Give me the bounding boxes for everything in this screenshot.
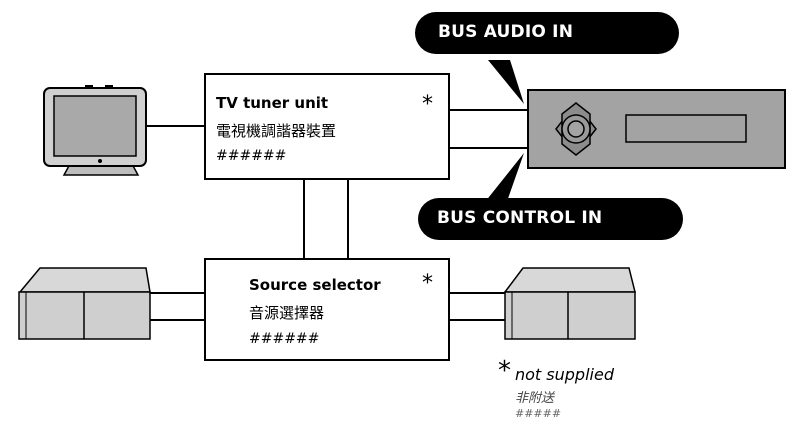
source-selector-hash: ###### <box>249 331 320 347</box>
bus-control-callout <box>418 153 683 240</box>
monitor-icon <box>43 85 147 176</box>
tv-tuner-title: TV tuner unit <box>216 94 329 112</box>
note-chinese: 非附送 <box>515 391 555 406</box>
head-unit-icon <box>527 89 786 169</box>
source-selector-chinese: 音源選擇器 <box>249 304 325 322</box>
source-selector-asterisk: * <box>422 271 433 296</box>
tv-tuner-box <box>204 73 450 180</box>
note-hash: ##### <box>515 407 562 420</box>
note-asterisk: * <box>498 356 511 386</box>
tv-tuner-hash: ###### <box>216 148 287 164</box>
cd-changer-icon <box>18 267 151 340</box>
note-not-supplied: not supplied <box>515 365 614 384</box>
bus-control-in-label: BUS CONTROL IN <box>437 208 603 228</box>
bus-audio-callout <box>415 12 679 104</box>
cd-changer-icon <box>503 267 636 340</box>
bus-audio-in-label: BUS AUDIO IN <box>438 22 574 42</box>
tv-tuner-chinese: 電視機調諧器裝置 <box>216 122 337 140</box>
source-selector-box <box>204 258 450 361</box>
tv-tuner-asterisk: * <box>422 92 433 117</box>
source-selector-title: Source selector <box>249 276 381 294</box>
